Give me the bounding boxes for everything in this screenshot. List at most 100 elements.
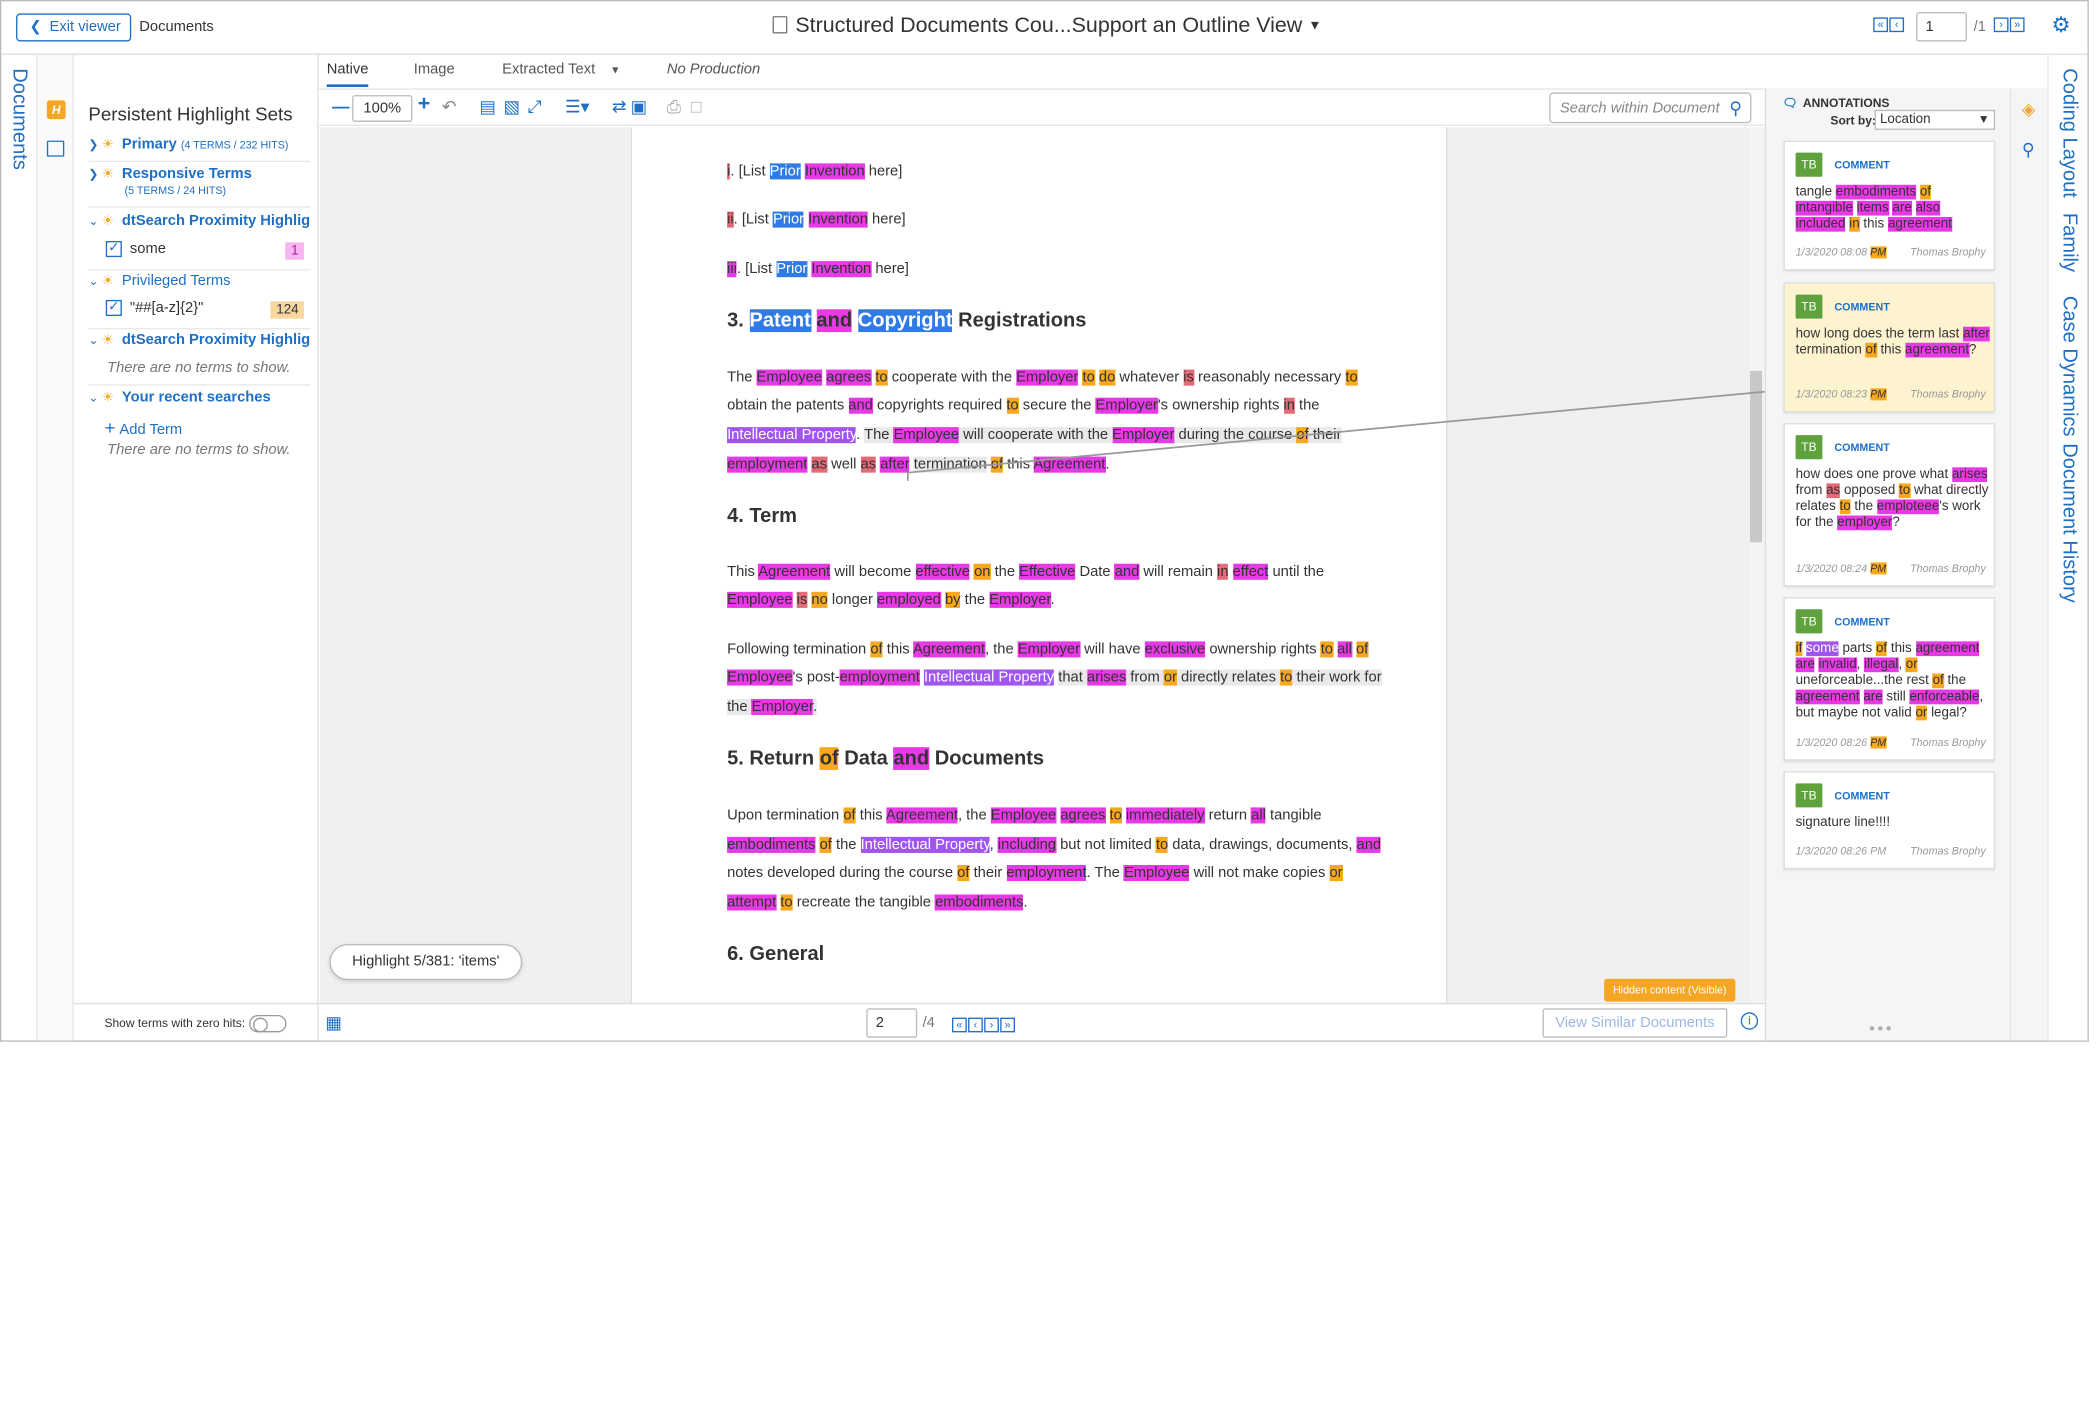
term-count: 1 — [285, 242, 304, 260]
rotate-icon[interactable]: ↶ — [441, 96, 457, 117]
sort-select[interactable]: Location▼ — [1874, 109, 1996, 130]
paragraph-line: embodiments of the Intellectual Property… — [727, 836, 1382, 853]
top-bar: ❮ Exit viewer Documents Structured Docum… — [1, 1, 2088, 55]
redact-icon[interactable]: ▣ — [630, 96, 648, 117]
set-responsive-terms[interactable]: ❯☀ Responsive Terms (5 TERMS / 24 HITS) — [88, 166, 252, 197]
last-doc-icon[interactable]: » — [2009, 17, 2025, 33]
next-doc-icon[interactable]: › — [1993, 17, 2009, 33]
paragraph-line: obtain the patents and copyrights requir… — [727, 397, 1320, 414]
gear-icon[interactable]: ⚙ — [2051, 14, 2071, 38]
avatar: TB — [1795, 435, 1823, 460]
prev-page-icon[interactable]: ‹ — [968, 1017, 983, 1033]
annotation-text: how long does the term last after termin… — [1795, 326, 1990, 358]
next-page-icon[interactable]: › — [984, 1017, 999, 1033]
lightbulb-icon: ☀ — [101, 274, 114, 290]
last-page-icon[interactable]: » — [1000, 1017, 1015, 1033]
print-icon[interactable]: ⎙ — [666, 96, 681, 117]
tab-image[interactable]: Image — [413, 61, 455, 78]
reorder-icon[interactable]: ⇄ — [611, 96, 627, 117]
lightbulb-icon: ☀ — [101, 214, 114, 229]
doc-pager-next-last: ›» — [1993, 13, 2026, 42]
paragraph-line: Following termination of this Agreement,… — [727, 641, 1369, 658]
highlight-sets-icon[interactable]: H — [46, 100, 66, 120]
tab-document-history[interactable]: Document History — [2058, 443, 2081, 603]
set-recent-searches[interactable]: ⌄☀ Your recent searches — [88, 389, 271, 406]
set-privileged-terms[interactable]: ⌄☀ Privileged Terms — [88, 273, 231, 290]
checkbox[interactable]: ✓ — [105, 241, 122, 258]
search-within-document[interactable]: Search within Document ⚲ — [1549, 92, 1752, 124]
expand-icon[interactable]: ⤢ — [527, 96, 542, 117]
tab-family[interactable]: Family — [2058, 212, 2081, 273]
annotation-card[interactable]: TB COMMENT tangle embodiments of intangi… — [1783, 140, 1996, 271]
divider — [88, 384, 311, 386]
exit-viewer-label: Exit viewer — [49, 18, 121, 35]
empty-message: There are no terms to show. — [107, 441, 291, 458]
paragraph-line: Upon termination of this Agreement, the … — [727, 807, 1322, 824]
first-page-icon[interactable]: « — [952, 1017, 967, 1033]
tab-coding-layout[interactable]: Coding Layout — [2058, 68, 2081, 198]
pdf-icon[interactable]: □ — [690, 96, 702, 117]
doc-number-input[interactable]: 1 — [1916, 12, 1967, 42]
layers-icon[interactable]: ◈ — [2021, 99, 2036, 120]
exit-viewer-button[interactable]: ❮ Exit viewer — [16, 13, 132, 42]
viewer-toolbar: — + ↶ ▤ ▧ ⤢ ☰▾ ⇄ ▣ ⎙ □ — [318, 88, 1765, 126]
annotation-card[interactable]: TB COMMENT how long does the term last a… — [1783, 282, 1996, 413]
left-pane-tabs: Documents — [1, 54, 38, 1041]
section-heading: 3. Patent and Copyright Registrations — [727, 309, 1087, 333]
chevron-down-icon: ▼ — [1308, 18, 1322, 34]
tab-production[interactable]: No Production — [666, 61, 761, 78]
divider — [88, 328, 311, 330]
term-row[interactable]: ✓some 1 — [105, 241, 307, 265]
chevron-down-icon[interactable]: ⌄ — [88, 274, 99, 288]
add-term-button[interactable]: +Add Term — [104, 416, 183, 438]
view-similar-documents-button[interactable]: View Similar Documents — [1542, 1008, 1728, 1038]
zoom-input[interactable]: 100% — [352, 95, 413, 122]
zoom-in-icon[interactable]: + — [417, 92, 431, 116]
thumbnails-icon[interactable]: ▦ — [325, 1012, 342, 1033]
tab-case-dynamics[interactable]: Case Dynamics — [2058, 295, 2081, 437]
chevron-right-icon[interactable]: ❯ — [88, 137, 99, 152]
layout-icon[interactable]: ☰▾ — [565, 96, 590, 117]
book-icon[interactable]: ▧ — [503, 96, 520, 117]
prev-doc-icon[interactable]: ‹ — [1889, 17, 1905, 33]
chevron-down-icon[interactable]: ⌄ — [88, 333, 99, 347]
tab-extracted-text[interactable]: Extracted Text ▼ — [502, 61, 621, 78]
document-title[interactable]: Structured Documents Cou...Support an Ou… — [772, 15, 1322, 39]
hidden-content-badge[interactable]: Hidden content (Visible) — [1604, 978, 1736, 1002]
right-pane-tabs: Coding Layout Family Case Dynamics Docum… — [2047, 54, 2088, 1041]
page-count: /4 — [922, 1014, 935, 1032]
set-dtsearch-2[interactable]: ⌄☀ dtSearch Proximity Highligh... — [88, 332, 311, 349]
document-page: i. [List Prior Invention here] ii. [List… — [630, 127, 1448, 1003]
search-icon[interactable]: ⚲ — [2021, 139, 2035, 160]
paragraph-line: the Employer. — [727, 698, 818, 716]
zero-hits-toggle[interactable] — [249, 1014, 287, 1033]
scroll-thumb[interactable] — [1750, 370, 1763, 543]
set-primary[interactable]: ❯☀ Primary (4 TERMS / 232 HITS) — [88, 136, 289, 153]
set-dtsearch-1[interactable]: ⌄☀ dtSearch Proximity Highligh... — [88, 212, 311, 229]
annotation-card[interactable]: TB COMMENT how does one prove what arise… — [1783, 423, 1996, 587]
term-row[interactable]: ✓"##[a-z]{2}" 124 — [105, 300, 307, 324]
image-icon[interactable] — [46, 140, 65, 157]
fit-width-icon[interactable]: ▤ — [479, 96, 496, 117]
avatar: TB — [1795, 294, 1823, 319]
annotation-card[interactable]: TB COMMENT signature line!!!! 1/3/2020 0… — [1783, 771, 1996, 870]
more-icon[interactable]: ••• — [1869, 1018, 1895, 1038]
document-icon — [772, 16, 788, 34]
zoom-out-icon[interactable]: — — [332, 96, 350, 117]
chevron-down-icon[interactable]: ⌄ — [88, 214, 99, 228]
search-icon[interactable]: ⚲ — [1729, 97, 1743, 118]
info-icon[interactable]: i — [1740, 1012, 1759, 1030]
breadcrumb[interactable]: Documents — [139, 18, 214, 35]
tab-documents[interactable]: Documents — [8, 68, 31, 170]
first-doc-icon[interactable]: « — [1873, 17, 1888, 33]
annotation-card[interactable]: TB COMMENT if some parts of this agreeme… — [1783, 597, 1996, 761]
checkbox[interactable]: ✓ — [105, 300, 122, 317]
list-item: ii. [List Prior Invention here] — [727, 211, 906, 228]
vertical-scrollbar[interactable] — [1750, 127, 1765, 1003]
chevron-down-icon[interactable]: ⌄ — [88, 390, 99, 405]
highlight-indicator[interactable]: Highlight 5/381: 'items' — [329, 943, 523, 981]
viewer-window: ❮ Exit viewer Documents Structured Docum… — [0, 0, 2089, 1042]
page-number-input[interactable]: 2 — [866, 1008, 918, 1038]
chevron-right-icon[interactable]: ❯ — [88, 167, 99, 181]
tab-native[interactable]: Native — [326, 62, 369, 88]
